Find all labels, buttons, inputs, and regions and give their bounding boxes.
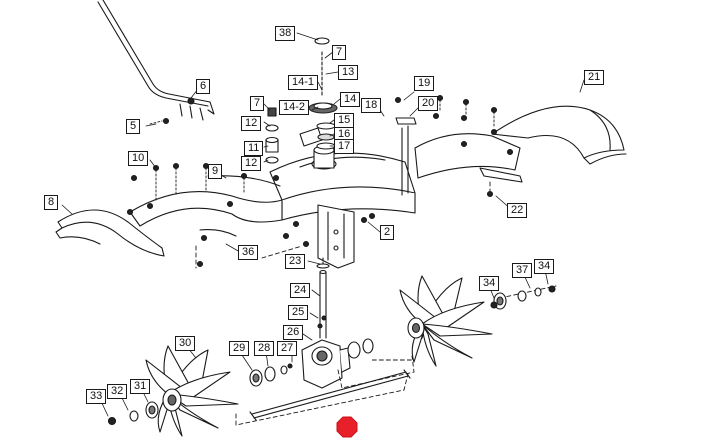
bolt-dash-lines — [149, 99, 495, 201]
callout-37: 37 — [512, 263, 533, 278]
callout-29: 29 — [229, 341, 250, 356]
bolts — [126, 94, 514, 369]
callout-34-left: 34 — [479, 276, 500, 291]
callout-19: 19 — [414, 76, 435, 91]
callout-5: 5 — [126, 119, 141, 134]
left-tine-assembly — [145, 345, 239, 437]
octagon-marker-icon[interactable] — [336, 416, 358, 438]
callout-13: 13 — [338, 65, 359, 80]
callout-28: 28 — [254, 341, 275, 356]
callout-9: 9 — [208, 164, 223, 179]
callout-23: 23 — [285, 254, 306, 269]
callout-31: 31 — [130, 379, 151, 394]
right-tine-assembly — [399, 275, 493, 367]
callout-18: 18 — [361, 98, 382, 113]
callout-6: 6 — [196, 79, 211, 94]
callout-26: 26 — [283, 325, 304, 340]
callout-27: 27 — [277, 341, 298, 356]
callout-21: 21 — [584, 70, 605, 85]
handle-bar — [97, 0, 215, 121]
callout-32: 32 — [107, 384, 128, 399]
callout-14: 14 — [340, 92, 361, 107]
callout-20: 20 — [418, 96, 439, 111]
callout-30: 30 — [175, 336, 196, 351]
callout-8: 8 — [44, 195, 59, 210]
callout-24: 24 — [290, 283, 311, 298]
callout-14-1: 14-1 — [288, 75, 319, 90]
callout-14-2: 14-2 — [279, 100, 310, 115]
callout-7-left: 7 — [250, 96, 265, 111]
callout-11: 11 — [244, 141, 264, 156]
callout-36: 36 — [238, 245, 259, 260]
callout-10: 10 — [128, 151, 149, 166]
bearings-and-washers — [107, 285, 556, 426]
mounting-bracket — [317, 204, 355, 269]
callout-17: 17 — [334, 139, 355, 154]
top-stack-parts — [265, 37, 338, 164]
callout-38: 38 — [275, 26, 296, 41]
right-shield — [414, 133, 523, 183]
left-fender — [55, 209, 165, 257]
callout-12-upper: 12 — [241, 116, 262, 131]
callout-33: 33 — [86, 389, 107, 404]
callout-25: 25 — [288, 305, 309, 320]
callout-34-right: 34 — [534, 259, 555, 274]
callout-7-top: 7 — [332, 45, 347, 60]
center-housing — [269, 117, 417, 221]
callout-15: 15 — [334, 113, 355, 128]
callout-22: 22 — [507, 203, 528, 218]
right-fender — [491, 105, 627, 165]
callout-2: 2 — [380, 225, 395, 240]
gearbox — [301, 339, 351, 389]
callout-12-lower: 12 — [241, 156, 262, 171]
